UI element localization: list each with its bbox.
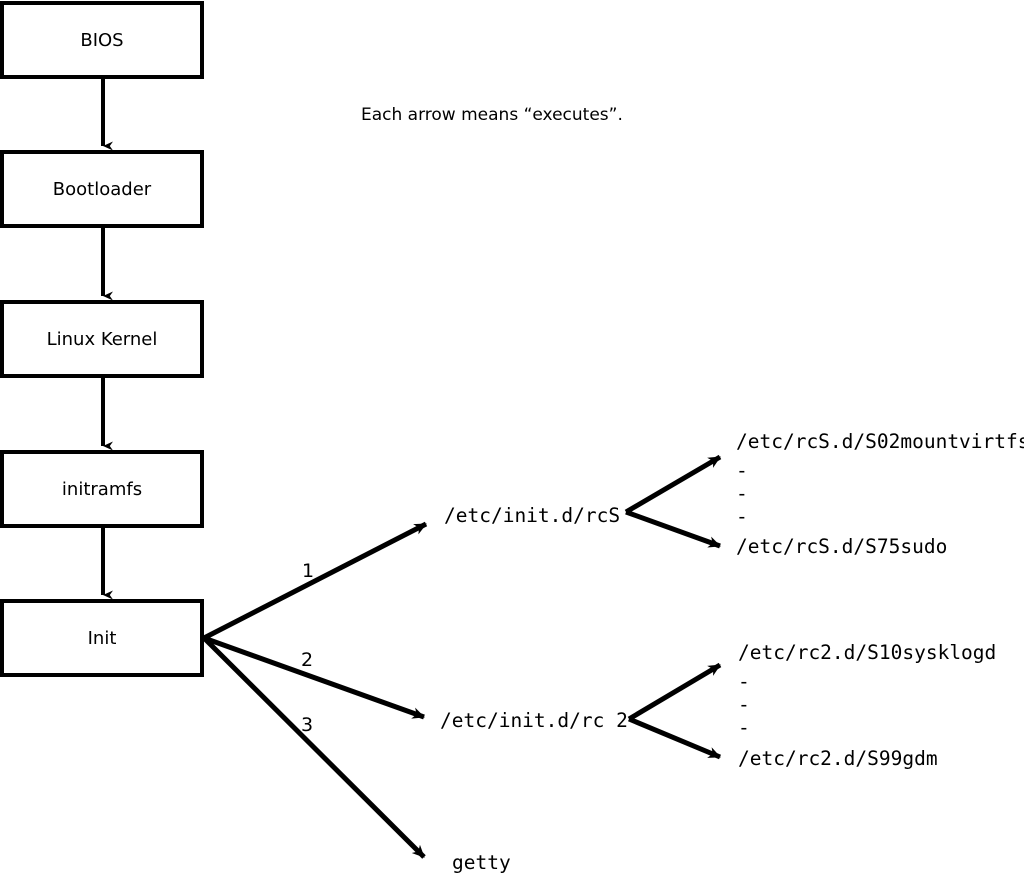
label-rc2-ellipsis-3: - <box>738 716 750 739</box>
label-init-d-rcs: /etc/init.d/rcS <box>444 504 620 527</box>
box-initramfs: initramfs <box>0 450 204 528</box>
branch-number-1: 1 <box>302 560 314 582</box>
arrow-rcs-to-first-script <box>624 454 722 515</box>
box-bios-label: BIOS <box>80 30 123 51</box>
diagram-caption: Each arrow means “executes”. <box>361 105 623 125</box>
label-rc2-ellipsis-1: - <box>738 670 750 693</box>
arrow-rc2-to-first-script <box>627 662 722 722</box>
label-rcs-ellipsis-3: - <box>736 505 748 528</box>
label-rcs-ellipsis-1: - <box>736 459 748 482</box>
box-bootloader-rect <box>0 150 204 228</box>
box-bios: BIOS <box>0 1 204 79</box>
box-linux-kernel-label: Linux Kernel <box>47 329 158 350</box>
box-init: Init <box>0 599 204 677</box>
arrow-rcs-to-last-script <box>625 509 721 549</box>
box-bootloader: Bootloader <box>0 150 204 228</box>
box-linux-kernel: Linux Kernel <box>0 300 204 378</box>
label-rcs-first-script: /etc/rcS.d/S02mountvirtfs <box>736 430 1024 453</box>
box-init-label: Init <box>88 628 117 649</box>
label-getty: getty <box>452 851 511 874</box>
label-rcs-ellipsis-2: - <box>736 482 748 505</box>
box-bootloader-label: Bootloader <box>53 179 152 200</box>
arrow-init-to-getty <box>202 636 426 859</box>
box-initramfs-label: initramfs <box>62 479 142 500</box>
label-rc2-last-script: /etc/rc2.d/S99gdm <box>738 747 938 770</box>
arrow-rc2-to-last-script <box>628 716 721 760</box>
arrow-init-to-rcs <box>202 521 428 641</box>
branch-number-3: 3 <box>301 714 313 736</box>
label-rcs-last-script: /etc/rcS.d/S75sudo <box>736 535 947 558</box>
box-bios-rect <box>0 1 204 79</box>
label-init-d-rc2: /etc/init.d/rc 2 <box>440 709 628 732</box>
box-linux-kernel-rect <box>0 300 204 378</box>
box-init-rect <box>0 599 204 677</box>
branch-number-2: 2 <box>301 649 313 671</box>
label-rc2-first-script: /etc/rc2.d/S10sysklogd <box>738 641 996 664</box>
arrow-init-to-rc2 <box>203 635 425 720</box>
label-rc2-ellipsis-2: - <box>738 693 750 716</box>
